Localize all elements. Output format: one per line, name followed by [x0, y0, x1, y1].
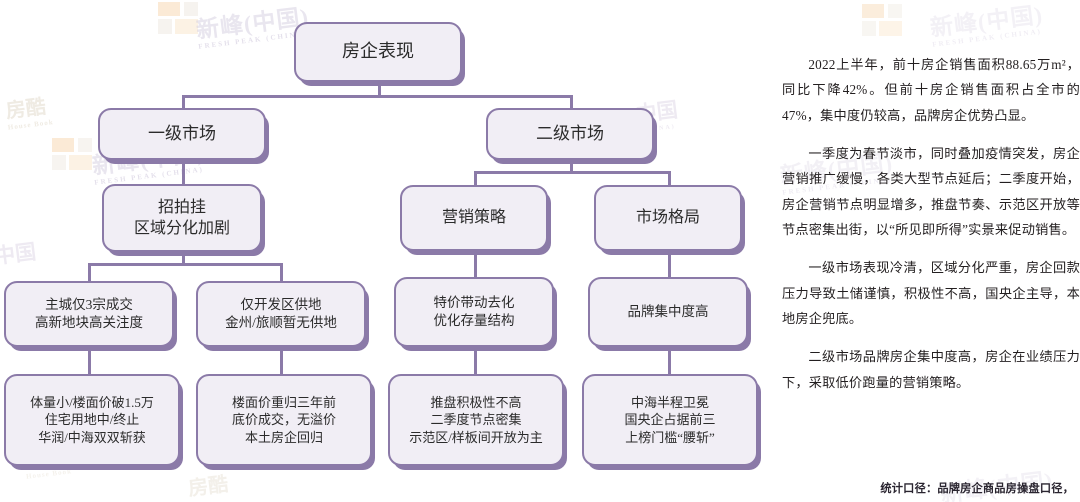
connector-to-marketing [474, 171, 477, 185]
node-primary-market-line1: 一级市场 [148, 123, 216, 143]
node-brand-concentration[interactable]: 品牌集中度高 [588, 277, 748, 347]
flowchart: 房企表现 一级市场 二级市场 招拍挂 区域分化加剧 营销策略 市场格局 主城仅3… [4, 22, 758, 466]
node-rank-detail-line1: 中海半程卫冕 [630, 395, 709, 411]
connector-to-devzone [280, 263, 283, 281]
connector-to-structure [668, 171, 671, 185]
node-root[interactable]: 房企表现 [294, 22, 462, 82]
connector-downtown-down [88, 347, 91, 374]
summary-paragraph-1: 2022上半年，前十房企销售面积88.65万m²，同比下降42%。但前十房企销售… [782, 57, 1080, 123]
node-devzone-supply[interactable]: 仅开发区供地 金州/旅顺暂无供地 [196, 281, 366, 347]
node-downtown-supply-line2: 高新地块高关注度 [35, 315, 143, 330]
node-secondary-market[interactable]: 二级市场 [486, 108, 654, 160]
node-bidding[interactable]: 招拍挂 区域分化加剧 [102, 184, 262, 252]
node-primary-market[interactable]: 一级市场 [98, 108, 266, 160]
connector-to-downtown [88, 263, 91, 281]
connector-root-horizontal [182, 95, 572, 98]
node-rank-detail-line3: 上榜门槛“腰斩” [625, 429, 715, 445]
connector-devzone-down [280, 347, 283, 374]
connector-secondary-horizontal [474, 171, 670, 174]
node-launch-detail[interactable]: 推盘积极性不高 二季度节点密集 示范区/样板间开放为主 [388, 374, 564, 466]
node-marketing-strategy[interactable]: 营销策略 [400, 185, 548, 251]
node-launch-detail-line1: 推盘积极性不高 [430, 395, 522, 411]
node-discount-destock-line1: 特价带动去化 [433, 295, 515, 311]
node-devzone-detail-line1: 楼面价重归三年前 [231, 395, 336, 411]
summary-paragraph-4: 二级市场品牌房企集中度高，房企在业绩压力下，采取低价跑量的营销策略。 [782, 349, 1080, 390]
node-discount-destock[interactable]: 特价带动去化 优化存量结构 [394, 277, 554, 347]
connector-secondary-down [570, 160, 573, 172]
connector-primary-down [182, 160, 185, 185]
node-launch-detail-line2: 二季度节点密集 [430, 412, 522, 428]
node-devzone-detail-line3: 本土房企回归 [244, 429, 323, 445]
node-root-line1: 房企表现 [342, 41, 414, 62]
statistics-footnote: 统计口径：品牌房企商品房操盘口径， [880, 483, 1074, 495]
node-downtown-supply-line1: 主城仅3宗成交 [45, 297, 133, 313]
connector-bidding-horizontal [88, 263, 282, 266]
node-rank-detail[interactable]: 中海半程卫冕 国央企占据前三 上榜门槛“腰斩” [582, 374, 758, 466]
node-rank-detail-line2: 国央企占据前三 [624, 412, 716, 428]
node-downtown-supply[interactable]: 主城仅3宗成交 高新地块高关注度 [4, 281, 174, 347]
node-discount-destock-line2: 优化存量结构 [433, 313, 515, 328]
node-bidding-line1: 招拍挂 [157, 198, 206, 216]
node-marketing-strategy-line1: 营销策略 [441, 209, 506, 227]
node-downtown-detail[interactable]: 体量小/楼面价破1.5万 住宅用地中/终止 华润/中海双双斩获 [4, 374, 180, 466]
connector-discount-down [474, 347, 477, 374]
connector-root-down [378, 83, 381, 97]
node-market-structure[interactable]: 市场格局 [594, 185, 742, 251]
connector-marketing-down [474, 251, 477, 277]
connector-to-secondary [570, 95, 573, 109]
node-market-structure-line1: 市场格局 [635, 209, 700, 227]
node-launch-detail-line3: 示范区/样板间开放为主 [409, 429, 543, 445]
node-secondary-market-line1: 二级市场 [536, 123, 604, 143]
node-downtown-detail-line3: 华润/中海双双斩获 [38, 429, 146, 445]
connector-bidding-down [182, 252, 185, 264]
node-downtown-detail-line1: 体量小/楼面价破1.5万 [30, 395, 154, 411]
summary-text-panel: 2022上半年，前十房企销售面积88.65万m²，同比下降42%。但前十房企销售… [782, 0, 1080, 502]
summary-paragraph-3: 一级市场表现冷清，区域分化严重，房企回款压力导致土储谨慎，积极性不高，国央企主导… [782, 260, 1080, 327]
connector-structure-down [668, 251, 671, 277]
node-devzone-supply-line1: 仅开发区供地 [240, 297, 322, 313]
connector-brand-down [668, 347, 671, 374]
node-brand-concentration-line1: 品牌集中度高 [627, 304, 709, 320]
node-downtown-detail-line2: 住宅用地中/终止 [44, 412, 140, 428]
node-devzone-detail-line2: 底价成交，无溢价 [231, 412, 336, 428]
connector-to-primary [182, 95, 185, 109]
node-devzone-detail[interactable]: 楼面价重归三年前 底价成交，无溢价 本土房企回归 [196, 374, 372, 466]
summary-paragraph-2: 一季度为春节淡市，同时叠加疫情突发，房企营销推广缓慢，各类大型节点延后；二季度开… [782, 146, 1080, 238]
node-bidding-line2: 区域分化加剧 [133, 220, 230, 237]
node-devzone-supply-line2: 金州/旅顺暂无供地 [225, 315, 337, 330]
